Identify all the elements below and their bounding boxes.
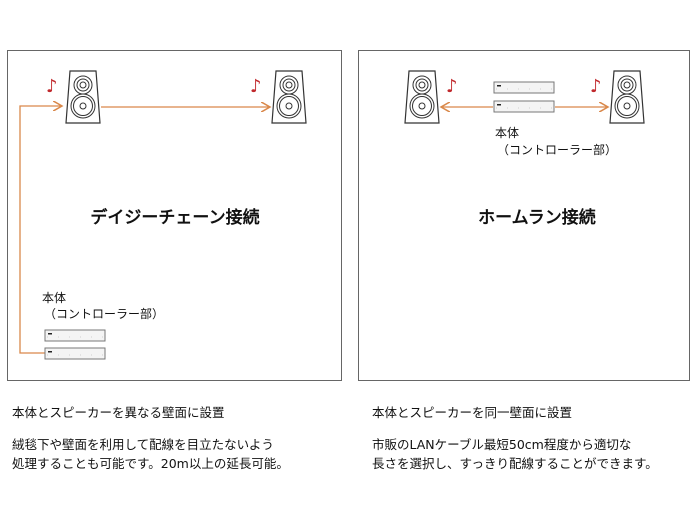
- music-note-icon: ♪: [590, 76, 602, 97]
- home-run-caption-line2: 長さを選択し、すっきり配線することができます。: [372, 456, 658, 471]
- daisy-chain-title: デイジーチェーン接続: [90, 207, 259, 228]
- controller-icon: [493, 100, 555, 113]
- controller-icon: [493, 81, 555, 94]
- unit-sublabel: （コントローラー部）: [497, 142, 617, 157]
- unit-label: 本体: [495, 126, 519, 140]
- home-run-title: ホームラン接続: [478, 207, 596, 228]
- daisy-chain-caption-line2: 処理することも可能です。20m以上の延長可能。: [12, 456, 289, 471]
- daisy-chain-caption-line1: 絨毯下や壁面を利用して配線を目立たないよう: [12, 437, 274, 452]
- controller-icon: [44, 329, 106, 342]
- home-run-panel: ♪ ♪ 本体 （コントローラー部） ホームラン接続: [358, 50, 690, 381]
- music-note-icon: ♪: [446, 76, 458, 97]
- home-run-caption-heading: 本体とスピーカーを同一壁面に設置: [372, 405, 573, 420]
- unit-sublabel: （コントローラー部）: [44, 306, 164, 321]
- daisy-chain-panel: ♪ ♪ デイジーチェーン接続 本体 （コントローラー部）: [7, 50, 342, 381]
- unit-label: 本体: [42, 291, 66, 305]
- speaker-icon: [609, 70, 645, 124]
- controller-icon: [44, 347, 106, 360]
- speaker-icon: [404, 70, 440, 124]
- home-run-caption-line1: 市販のLANケーブル最短50cm程度から適切な: [372, 437, 632, 452]
- cable-to-speaker-1: [19, 106, 62, 354]
- music-note-icon: ♪: [46, 76, 58, 97]
- daisy-chain-caption-heading: 本体とスピーカーを異なる壁面に設置: [12, 405, 225, 420]
- music-note-icon: ♪: [250, 76, 262, 97]
- speaker-icon: [65, 70, 101, 124]
- speaker-icon: [271, 70, 307, 124]
